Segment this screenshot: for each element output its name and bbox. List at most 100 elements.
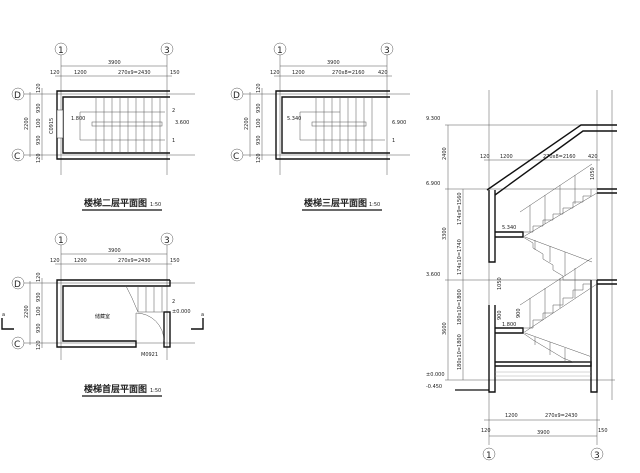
- drawing-title: 楼梯三层平面图: [304, 197, 367, 209]
- axis-label: 1: [486, 451, 492, 461]
- stair-flights: [519, 163, 598, 363]
- stair-section: 9.300 6.900 5.340 3.600 1.800 ±0.000 -0.…: [426, 90, 617, 461]
- dim-text: 174x9=1560: [457, 192, 463, 225]
- axis-label: C: [14, 152, 20, 162]
- section-mark-label: a: [201, 312, 204, 318]
- door-label: M0921: [141, 352, 158, 358]
- dim-text: 3900: [327, 60, 340, 66]
- dim-text: 120: [36, 272, 42, 282]
- dim-text: 2200: [244, 117, 250, 130]
- dim-text: 420: [378, 70, 388, 76]
- dim-text: 180x10=1800: [457, 334, 463, 370]
- dim-text: 1200: [500, 154, 513, 160]
- dim-text: 150: [170, 258, 180, 264]
- stair-treads: [125, 285, 164, 313]
- stair-treads: [79, 97, 165, 153]
- dim-text: 900: [497, 310, 503, 320]
- axis-label: 3: [594, 451, 600, 461]
- dim-text: 120: [36, 153, 42, 163]
- dim-text: 120: [256, 153, 262, 163]
- dim-text: 1200: [74, 258, 87, 264]
- level-mark: 6.900: [392, 120, 406, 126]
- dim-text: 100: [36, 306, 42, 316]
- level-mark: 5.340: [502, 225, 516, 231]
- axis-label: C: [14, 340, 20, 350]
- door-swing: [135, 312, 165, 342]
- drawing-scale: 1:50: [150, 202, 161, 208]
- dim-text: 120: [50, 258, 60, 264]
- axis-label: C: [233, 152, 239, 162]
- dim-text: 270x9=2430: [118, 70, 151, 76]
- dim-text: 3600: [442, 322, 448, 335]
- dim-text: 1050: [590, 167, 596, 180]
- level-mark: 1.800: [502, 322, 516, 328]
- dim-text: 174x10=1740: [457, 239, 463, 275]
- direction-mark: 2: [172, 108, 175, 114]
- axis-label: 1: [277, 46, 283, 56]
- dim-text: 120: [270, 70, 280, 76]
- dim-text: 3900: [108, 60, 121, 66]
- dim-text: 1200: [74, 70, 87, 76]
- stair-treads: [299, 97, 385, 153]
- section-cut-mark-right: [191, 318, 204, 330]
- dim-text: 3300: [442, 227, 448, 240]
- drawing-scale: 1:50: [369, 202, 380, 208]
- level-mark: 3.600: [426, 272, 440, 278]
- section-cut-mark-left: [1, 318, 14, 330]
- dim-text: 100: [256, 118, 262, 128]
- dim-text: 2200: [24, 305, 30, 318]
- dim-text: 100: [36, 118, 42, 128]
- drawing-scale: 1:50: [150, 388, 161, 394]
- level-mark: ±0.000: [172, 309, 191, 315]
- room-label: 储藏室: [95, 313, 110, 320]
- section-mark-label: a: [2, 312, 5, 318]
- dim-text: 120: [481, 428, 491, 434]
- dim-text: 120: [480, 154, 490, 160]
- axis-label: 3: [384, 46, 390, 56]
- dim-text: 180x10=1800: [457, 289, 463, 325]
- dim-text: 270x9=2430: [545, 413, 578, 419]
- dim-text: 930: [36, 135, 42, 145]
- dim-text: 2400: [442, 147, 448, 160]
- dim-text: 2200: [24, 117, 30, 130]
- axis-label: D: [14, 91, 21, 101]
- dim-text: 930: [36, 103, 42, 113]
- dim-text: 270x8=2160: [543, 154, 576, 160]
- dim-text: 3900: [108, 248, 121, 254]
- dim-text: 420: [588, 154, 598, 160]
- dim-text: 270x8=2160: [332, 70, 365, 76]
- dim-text: 930: [256, 103, 262, 113]
- level-mark: -0.450: [426, 384, 442, 390]
- drawing-title: 楼梯二层平面图: [84, 197, 147, 209]
- axis-label: 3: [164, 236, 170, 246]
- dim-text: 1200: [292, 70, 305, 76]
- level-mark: 5.340: [287, 116, 301, 122]
- dim-text: 930: [256, 135, 262, 145]
- level-mark: 3.600: [175, 120, 189, 126]
- level-mark: 1.800: [71, 116, 85, 122]
- dim-text: 150: [170, 70, 180, 76]
- direction-mark: 1: [172, 138, 175, 144]
- plan-second-floor: 1 3 3900 120 1200 270x9=2430 150 D C 220…: [11, 42, 195, 211]
- level-mark: 6.900: [426, 181, 440, 187]
- dim-text: 930: [36, 292, 42, 302]
- dim-text: 120: [36, 340, 42, 350]
- dim-text: 270x9=2430: [118, 258, 151, 264]
- level-mark: 9.300: [426, 116, 440, 122]
- direction-mark: 2: [172, 299, 175, 305]
- axis-label: 3: [164, 46, 170, 56]
- axis-label: D: [233, 91, 240, 101]
- dim-text: 1200: [505, 413, 518, 419]
- plan-third-floor: 1 3 3900 120 1200 270x8=2160 420 D C 220…: [230, 42, 410, 211]
- dim-text: 120: [50, 70, 60, 76]
- dim-text: 120: [256, 83, 262, 93]
- axis-label: 1: [58, 46, 64, 56]
- window-label: C0915: [49, 118, 55, 134]
- dim-text: 150: [598, 428, 608, 434]
- dim-text: 120: [36, 83, 42, 93]
- direction-mark: 1: [392, 138, 395, 144]
- dim-text: 900: [516, 308, 522, 318]
- plan-ground-floor: 1 3 3900 120 1200 270x9=2430 150 D C 220…: [1, 232, 204, 397]
